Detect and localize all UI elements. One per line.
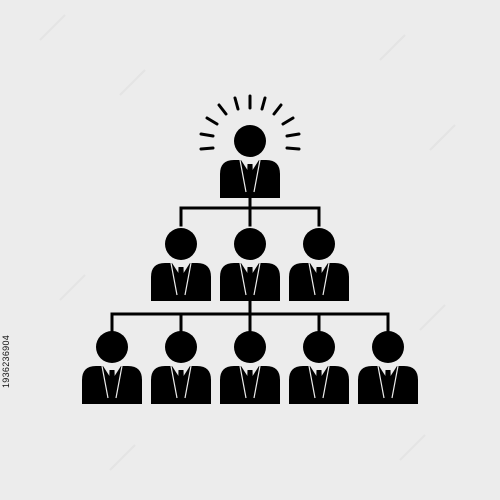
person-lapels	[239, 159, 261, 193]
team-member-person	[289, 331, 349, 404]
person-tie	[385, 370, 391, 392]
team-member-person	[220, 331, 280, 404]
person-lapels	[101, 365, 123, 399]
person-tie	[109, 370, 115, 392]
person-lapels	[239, 365, 261, 399]
person-lapels	[377, 365, 399, 399]
person-head	[303, 331, 335, 363]
person-head	[234, 331, 266, 363]
person-lapels	[239, 262, 261, 296]
person-tie	[247, 370, 253, 392]
person-head	[303, 228, 335, 260]
person-head	[234, 228, 266, 260]
team-member-person	[82, 331, 142, 404]
watermark-pattern	[39, 14, 456, 471]
team-member-person	[289, 228, 349, 301]
team-member-person	[358, 331, 418, 404]
person-tie	[316, 267, 322, 289]
connector-lines	[110, 195, 390, 332]
team-member-person	[151, 331, 211, 404]
leader-person	[220, 125, 280, 198]
person-tie	[247, 164, 253, 186]
person-head	[234, 125, 266, 157]
person-lapels	[170, 365, 192, 399]
leader-rays	[199, 94, 301, 151]
person-tie	[178, 267, 184, 289]
person-head	[165, 228, 197, 260]
team-member-person	[220, 228, 280, 301]
person-tie	[316, 370, 322, 392]
people-group	[82, 125, 418, 404]
person-lapels	[308, 262, 330, 296]
person-tie	[178, 370, 184, 392]
person-head	[372, 331, 404, 363]
person-head	[96, 331, 128, 363]
person-lapels	[308, 365, 330, 399]
person-tie	[247, 267, 253, 289]
person-head	[165, 331, 197, 363]
team-member-person	[151, 228, 211, 301]
image-id-text: 1936236904	[1, 334, 11, 388]
person-lapels	[170, 262, 192, 296]
